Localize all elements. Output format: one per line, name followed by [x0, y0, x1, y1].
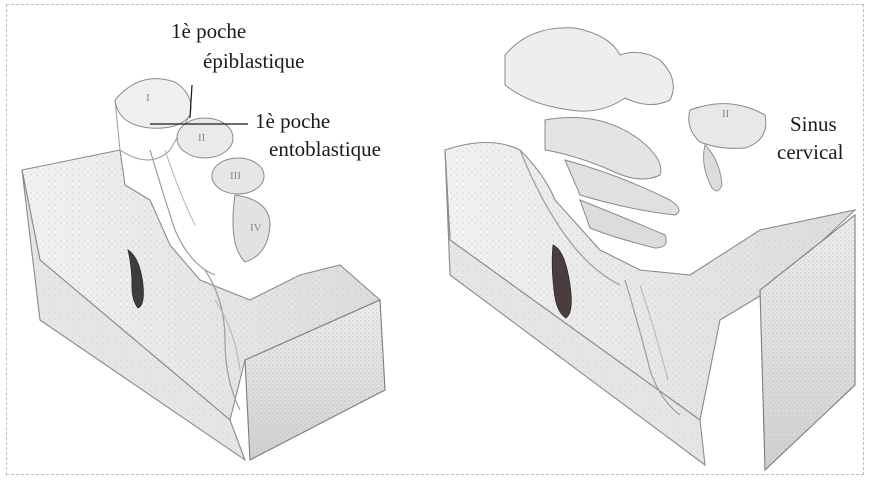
arch-numeral-IV: IV: [250, 222, 262, 234]
cervical-sinus-label-line2: cervical: [777, 142, 843, 163]
entoblastic-pouch-label-line1: 1è poche: [255, 111, 330, 132]
cervical-sinus-label-line1: Sinus: [790, 114, 837, 135]
arch-numeral-II: II: [198, 132, 205, 144]
arch-numeral-I: I: [146, 92, 150, 104]
epiblastic-pouch-label-line1: 1è poche: [171, 21, 246, 42]
epiblastic-pouch-label-line2: épiblastique: [203, 51, 304, 72]
right-head: [505, 28, 673, 111]
entoblastic-pouch-label-line2: entoblastique: [269, 139, 381, 160]
right-arch-numeral-II: II: [722, 108, 729, 120]
arch-numeral-III: III: [230, 170, 241, 182]
left-head-arch-I: [115, 79, 191, 129]
right-embryo-block: [445, 28, 855, 470]
